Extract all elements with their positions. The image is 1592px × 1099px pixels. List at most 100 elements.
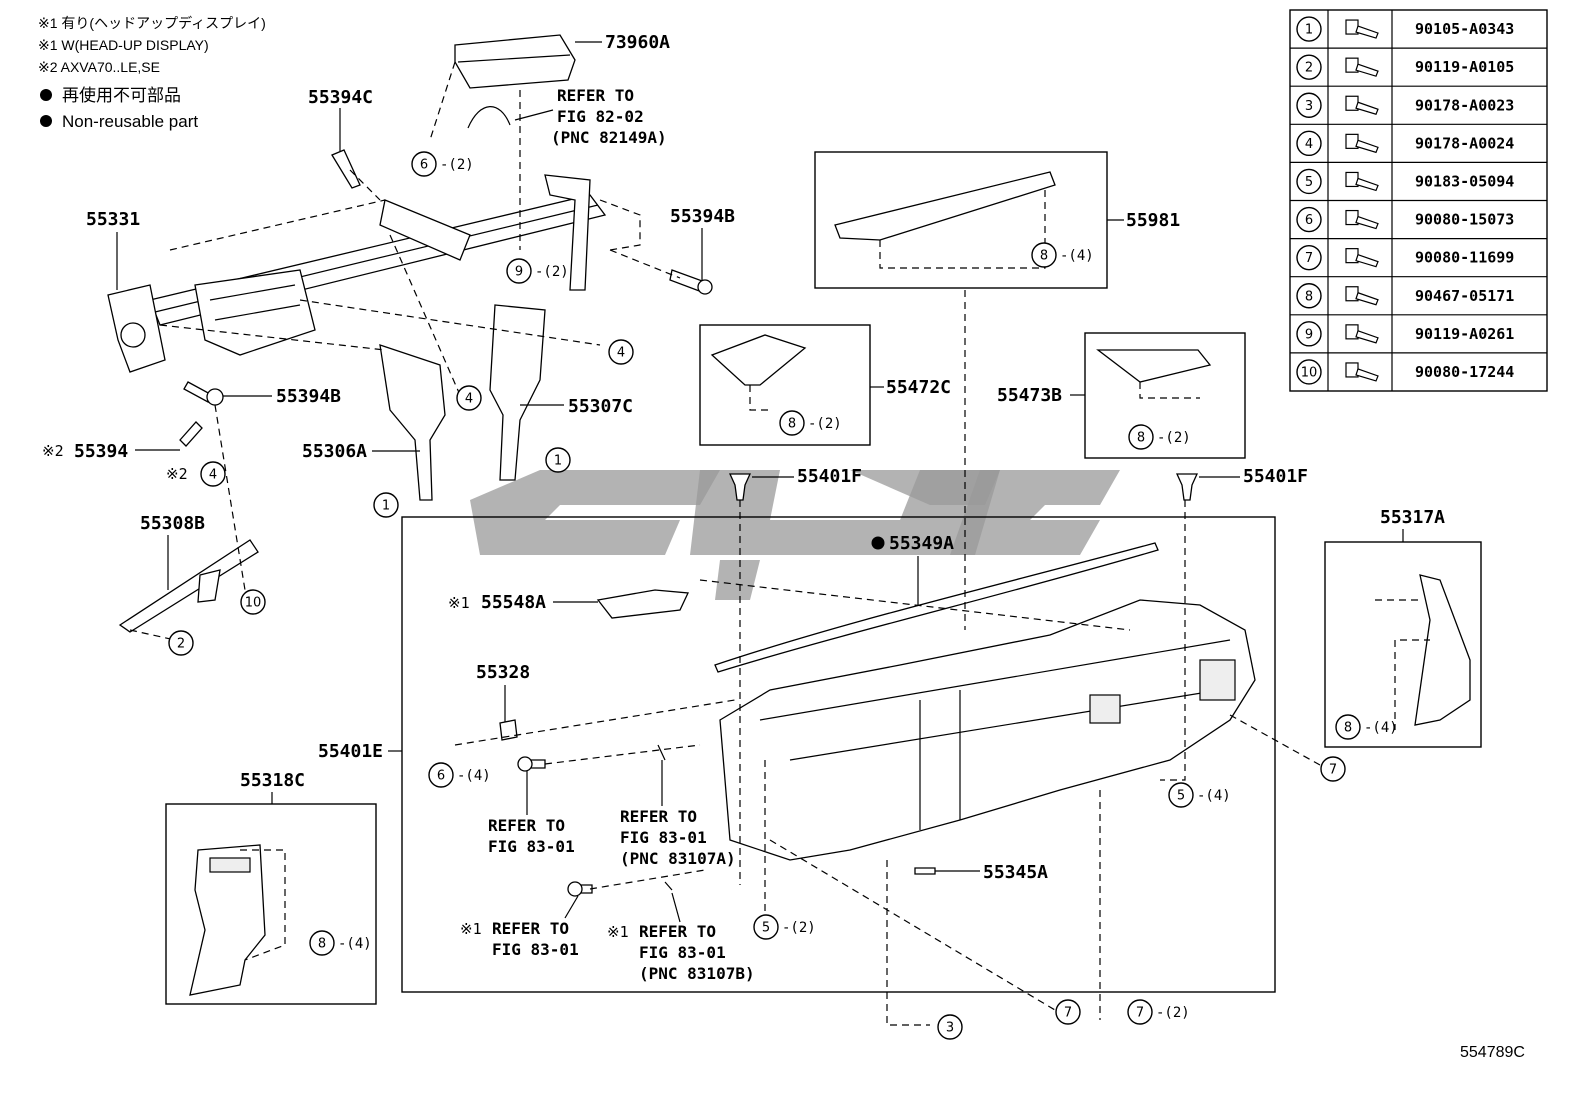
callout-circle-icon [608, 339, 634, 365]
callout-7: 7 [1320, 756, 1346, 782]
callout-10: 10 [240, 589, 266, 615]
callout-number: 4 [465, 392, 473, 407]
callout-qty: -(4) [1060, 248, 1094, 264]
part-code: 90080-11699 [1415, 249, 1514, 267]
callout-circle-icon [1335, 714, 1361, 740]
label-55394-mark: ※2 [42, 442, 64, 460]
row-number-circle-icon [1296, 321, 1322, 347]
callout-number: 3 [946, 1021, 954, 1036]
label-55394: 55394 [74, 441, 128, 462]
part-labels: 73960A 55394C 55331 55394B 55394B ※2 553… [42, 32, 1445, 883]
clip-55328 [499, 719, 518, 741]
callout-8: 8-(2) [779, 410, 842, 436]
callout-circle-icon [1055, 999, 1081, 1025]
callout-circle-icon [937, 1014, 963, 1040]
part-code: 90178-A0024 [1415, 134, 1514, 152]
note-hud-en: ※1 W(HEAD-UP DISPLAY) [38, 37, 209, 53]
label-55401E: 55401E [318, 741, 383, 762]
callout-circle-icon [1128, 424, 1154, 450]
label-55401F-left: 55401F [797, 466, 862, 487]
center-bracket [379, 199, 471, 261]
callout-qty: -(2) [808, 416, 842, 432]
part-code: 90119-A0105 [1415, 58, 1514, 76]
label-55308B: 55308B [140, 513, 205, 534]
notes-block: ※1 有り(ヘッドアップディスプレイ) ※1 W(HEAD-UP DISPLAY… [38, 15, 266, 131]
callout-8: 8-(4) [309, 930, 372, 956]
label-55307C: 55307C [568, 396, 633, 417]
callout-number: 6 [437, 769, 445, 784]
stay-55307C [489, 304, 546, 481]
row-number-circle-icon [1296, 16, 1322, 42]
callout-qty: -(4) [1364, 720, 1398, 736]
callout-qty: -(4) [457, 768, 491, 784]
cover-55472C [710, 334, 807, 386]
clip-55401F-icon [1175, 473, 1199, 501]
callout-number: 1 [382, 499, 390, 514]
callout-8: 8-(2) [1128, 424, 1191, 450]
row-number-circle-icon [1296, 130, 1322, 157]
row-number: 1 [1305, 23, 1313, 38]
note-hud-jp: ※1 有り(ヘッドアップディスプレイ) [38, 15, 266, 31]
callout-5: 5-(2) [753, 914, 816, 940]
callout-circle-icon [309, 930, 335, 956]
part-code: 90183-05094 [1415, 172, 1514, 190]
callout-9: 9-(2) [506, 258, 569, 284]
clip-55401F-icon [728, 473, 752, 501]
refer-b-line3: (PNC 83107A) [620, 849, 736, 868]
row-number: 9 [1305, 327, 1313, 342]
label-55328: 55328 [476, 662, 530, 683]
callout-circle-icon [753, 914, 779, 940]
hud-cover-55548A [596, 589, 689, 619]
callout-circle-icon [1127, 999, 1153, 1025]
callout-4: 4 [608, 339, 634, 365]
fastener-icon [1345, 286, 1379, 306]
callout-number: 7 [1329, 763, 1337, 778]
part-code: 90467-05171 [1415, 287, 1514, 305]
nonreusable-bullet-icon [871, 536, 885, 550]
refer-c-line1: REFER TO [492, 919, 569, 938]
moulding-55349A [714, 542, 1159, 673]
callout-7: 7 -(2) [1127, 999, 1190, 1025]
label-73960A: 73960A [605, 32, 670, 53]
label-55345A: 55345A [983, 862, 1048, 883]
fastener-icon [1345, 57, 1379, 77]
callout-number: 7 [1064, 1006, 1072, 1021]
callout-circle-icon [168, 630, 194, 656]
callout-1: 1 [545, 447, 571, 473]
row-number: 6 [1305, 213, 1313, 228]
callout-number: 8 [1040, 249, 1048, 264]
callout-1: 1 [373, 492, 399, 518]
bullet-icon [40, 115, 52, 127]
label-55472C: 55472C [886, 377, 951, 398]
callout-qty: -(2) [1156, 1005, 1190, 1021]
label-55473B: 55473B [997, 385, 1062, 406]
callout-qty: -(2) [535, 264, 569, 280]
brace-55308B [118, 539, 259, 633]
cross-car-beam-drawing [107, 34, 713, 641]
label-55548A-mark: ※1 [448, 594, 470, 612]
callout-5: 5-(4) [1168, 782, 1231, 808]
row-number: 10 [1301, 365, 1318, 380]
callout-4: 4 [200, 461, 226, 487]
label-55548A: 55548A [481, 592, 546, 613]
refer-b-line2: FIG 83-01 [620, 828, 707, 847]
callout-qty: -(4) [338, 936, 372, 952]
refer-d-line3: (PNC 83107B) [639, 964, 755, 983]
refer-82-02-line1: REFER TO [557, 86, 634, 105]
refer-a-line1: REFER TO [488, 816, 565, 835]
brace-55394 [179, 421, 203, 447]
callout-number: 7 [1136, 1006, 1144, 1021]
callout-number: 10 [245, 596, 262, 611]
label-55318C: 55318C [240, 770, 305, 791]
row-number-circle-icon [1296, 244, 1322, 271]
note-nonreusable-en: Non-reusable part [62, 112, 198, 131]
instrument-panel-55401E [719, 599, 1256, 861]
callout-8: 8 -(4) [1031, 242, 1094, 268]
callout-6: 6-(2) [411, 151, 474, 177]
